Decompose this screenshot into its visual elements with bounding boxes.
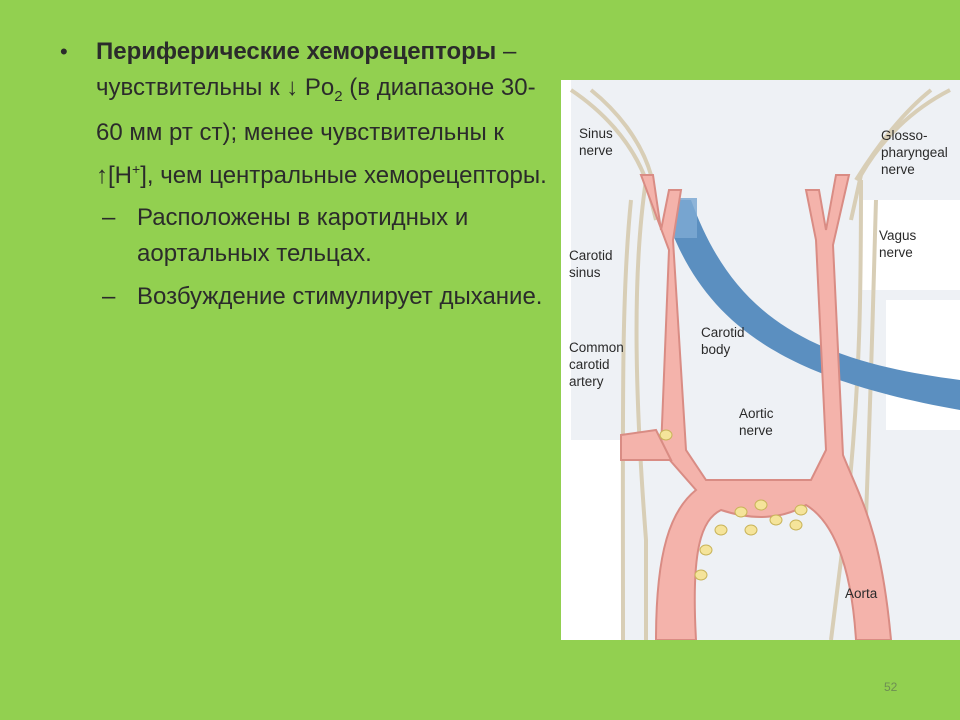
- bullet-line-2: (в диапазоне 30-60 мм рт ст); менее чувс…: [96, 74, 536, 189]
- left-upper-nerve-2: [589, 88, 653, 176]
- right-upper-nerve-2: [854, 88, 933, 182]
- bullet-item: • Периферические хеморецепторы – чувстви…: [60, 34, 550, 194]
- sub-item-text: Расположены в каротидных и аортальных те…: [137, 203, 469, 267]
- bullet-dot-icon: •: [60, 39, 68, 64]
- bullet-dash: –: [496, 38, 517, 65]
- subscript-2: 2: [334, 87, 343, 105]
- anatomy-figure: Sinus nerve Glosso- pharyngeal nerve Car…: [561, 80, 960, 641]
- carotid-aorta-vessels: [639, 174, 893, 641]
- sub-item: – Расположены в каротидных и аортальных …: [102, 200, 550, 272]
- sub-item: – Возбуждение стимулирует дыхание.: [102, 279, 550, 315]
- label-aorta: Aorta: [845, 586, 878, 601]
- dash-icon: –: [102, 282, 116, 310]
- label-carotid: Carotid: [569, 248, 613, 263]
- label-vagus: Vagus: [879, 228, 917, 243]
- label-common: Common: [569, 340, 624, 355]
- left-outer-nerve: [620, 199, 633, 641]
- label-aortic-nerve: nerve: [739, 423, 773, 438]
- sub-item-text: Возбуждение стимулирует дыхание.: [137, 282, 543, 310]
- label-carotid-body-1: Carotid: [701, 325, 745, 340]
- label-carotid-body-2: body: [701, 342, 731, 357]
- sub-list: – Расположены в каротидных и аортальных …: [102, 200, 550, 315]
- dash-icon: –: [102, 203, 116, 231]
- label-carotid-sinus: sinus: [569, 265, 601, 280]
- label-sinus: Sinus: [579, 126, 613, 141]
- chemoreceptor-diagram: Sinus nerve Glosso- pharyngeal nerve Car…: [561, 80, 960, 641]
- chemoreceptor-bodies: [659, 429, 808, 581]
- label-aortic: Aortic: [739, 406, 774, 421]
- zoom-connector: [671, 200, 960, 410]
- label-pharyngeal: pharyngeal: [881, 145, 948, 160]
- bullet-text: Периферические хеморецепторы – чувствите…: [96, 34, 550, 194]
- label-glosso: Glosso-: [881, 128, 928, 143]
- cutout-left: [561, 440, 621, 640]
- label-common-carotid: carotid: [569, 357, 610, 372]
- slide-number: 52: [884, 680, 898, 694]
- subclavian-branch: [620, 428, 673, 461]
- bullet-line-1: чувствительны к ↓ Po: [96, 74, 335, 101]
- left-vagus-nerve: [634, 179, 648, 640]
- label-sinus-nerve: nerve: [579, 143, 613, 158]
- label-artery: artery: [569, 374, 604, 389]
- bullet-line-3: ], чем центральные хеморецепторы.: [140, 161, 547, 189]
- bullet-title: Периферические хеморецепторы: [96, 38, 497, 65]
- label-glosso-nerve: nerve: [881, 162, 915, 177]
- main-text: • Периферические хеморецепторы – чувстви…: [60, 34, 550, 322]
- cutout-right: [886, 300, 960, 430]
- arteries: [620, 174, 893, 641]
- superscript-plus: +: [132, 160, 141, 177]
- label-vagus-nerve: nerve: [879, 245, 913, 260]
